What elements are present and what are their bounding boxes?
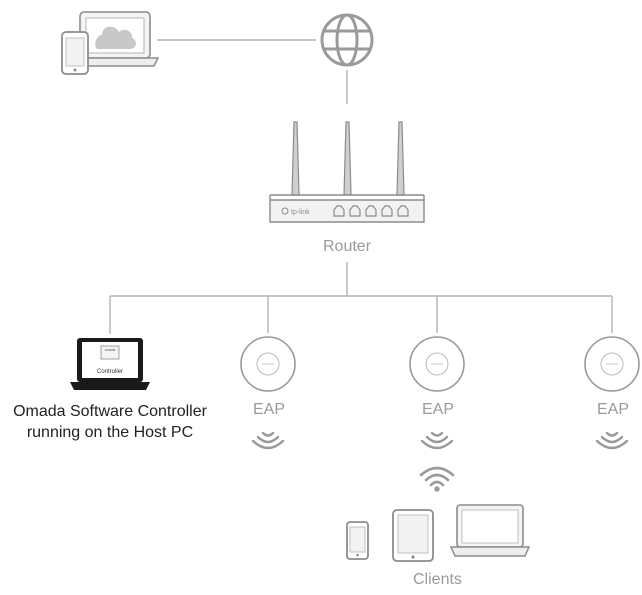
globe-icon [320, 13, 374, 67]
router-icon: tp-link [269, 121, 425, 223]
controller-label: Omada Software Controller running on the… [0, 401, 220, 443]
eap-label-3: EAP [597, 401, 630, 418]
wifi-icon [419, 466, 455, 492]
controller-logo-text: omada [105, 348, 116, 352]
controller-screen-text: Controller [97, 369, 123, 375]
router-antennas [291, 121, 405, 196]
access-point-icon [240, 336, 296, 392]
phone-icon [346, 521, 369, 560]
router-label: Router [323, 238, 372, 255]
remote-access-devices [61, 11, 160, 75]
controller-label-line2: running on the Host PC [26, 424, 194, 441]
access-point-icon [409, 336, 465, 392]
wifi-icon [420, 431, 454, 450]
tablet-icon [392, 509, 434, 562]
access-point-icon [584, 336, 640, 392]
eap-label-2: EAP [422, 401, 455, 418]
router-ports [333, 205, 409, 217]
wifi-icon [251, 431, 285, 450]
connection-lines [109, 39, 613, 334]
laptop-icon [449, 504, 531, 557]
phone-icon [61, 31, 89, 75]
router-brand-text: tp-link [291, 209, 310, 216]
wifi-icon [595, 431, 629, 450]
controller-laptop-icon: omada Controller [70, 338, 150, 390]
controller-label-line1: Omada Software Controller [13, 403, 207, 420]
cloud-icon [95, 26, 136, 49]
eap-label-1: EAP [253, 401, 286, 418]
clients-label: Clients [413, 571, 462, 588]
